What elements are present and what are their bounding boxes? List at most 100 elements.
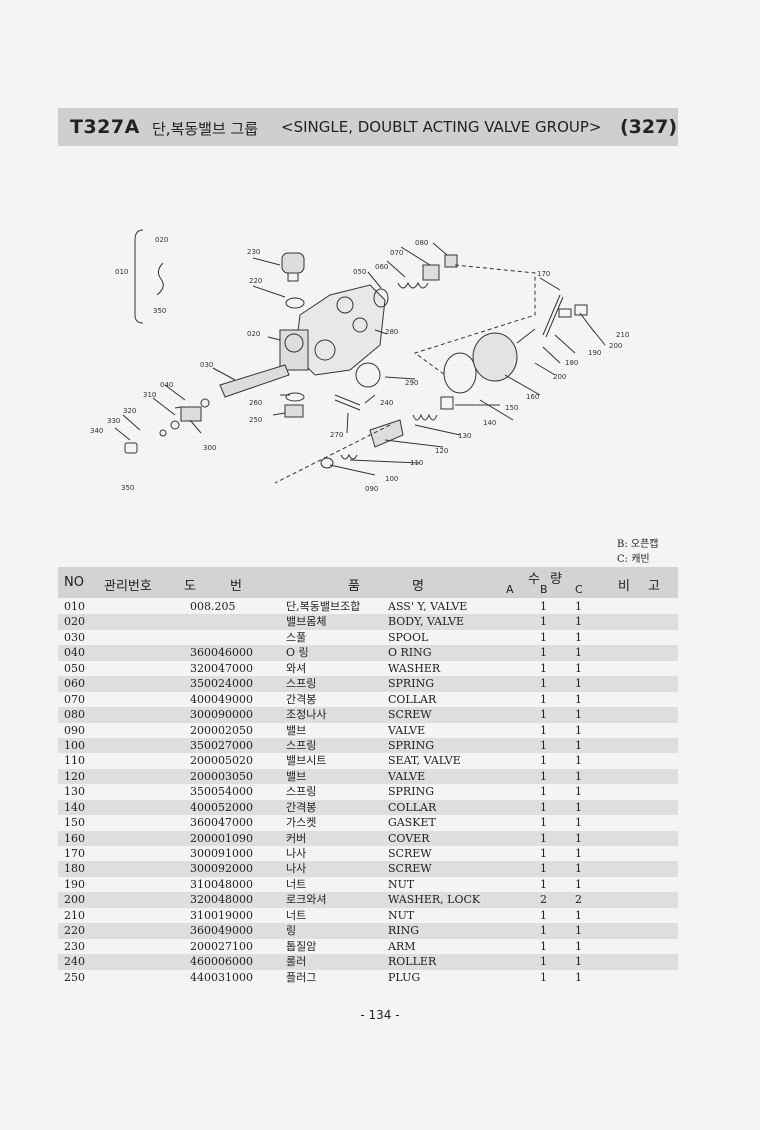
svg-text:120: 120: [435, 447, 448, 455]
qty-b: 1: [540, 939, 547, 953]
drawing-no: 200001090: [190, 831, 253, 845]
qty-b: 1: [540, 692, 547, 706]
qty-c: 1: [575, 847, 582, 860]
part-no: 120: [64, 769, 85, 783]
drawing-no: 440031000: [190, 970, 253, 984]
group-title-korean: 단,복동밸브 그룹: [152, 120, 259, 138]
qty-c: 1: [575, 754, 582, 768]
svg-text:340: 340: [90, 427, 103, 435]
part-name-english: WASHER, LOCK: [388, 893, 481, 907]
part-no: 200: [64, 893, 85, 907]
qty-b: 1: [540, 877, 547, 891]
qty-b: 1: [540, 816, 547, 830]
part-no: 150: [64, 816, 85, 830]
qty-b: 1: [540, 970, 547, 984]
group-ref-number: (327): [620, 116, 678, 138]
header-name-2: 명: [412, 579, 424, 594]
part-no: 170: [64, 847, 85, 860]
svg-text:110: 110: [410, 459, 423, 467]
svg-text:290: 290: [405, 379, 418, 387]
drawing-no: 400049000: [190, 692, 253, 706]
header-dwg-2: 번: [230, 579, 242, 594]
svg-text:190: 190: [588, 349, 601, 357]
part-name-korean: 너트: [286, 908, 307, 922]
part-no: 050: [64, 661, 85, 675]
part-no: 020: [64, 615, 85, 629]
qty-c: 1: [575, 723, 582, 737]
svg-text:240: 240: [380, 399, 393, 407]
drawing-no: 360047000: [190, 816, 253, 830]
qty-b: 1: [540, 785, 547, 799]
svg-text:220: 220: [249, 277, 262, 285]
svg-text:020: 020: [155, 236, 168, 244]
header-dwg-1: 도: [184, 579, 196, 594]
svg-text:010: 010: [115, 268, 128, 276]
part-no: 190: [64, 877, 85, 891]
qty-c: 1: [575, 785, 582, 799]
svg-text:180: 180: [565, 359, 578, 367]
part-name-korean: 너트: [286, 877, 307, 891]
part-name-english: NUT: [388, 877, 415, 891]
drawing-no: 460006000: [190, 955, 253, 969]
part-no: 160: [64, 831, 85, 845]
qty-c: 1: [575, 955, 582, 969]
qty-c: 1: [575, 708, 582, 722]
part-name-english: GASKET: [388, 816, 436, 830]
part-name-english: WASHER: [388, 661, 441, 675]
table-header: NO 관리번호 도 번 품 명 수 량 A B C 비 고: [58, 567, 678, 598]
qty-b: 1: [540, 630, 547, 644]
qty-c: 1: [575, 800, 582, 814]
part-name-english: ARM: [388, 939, 416, 953]
qty-c: 1: [575, 908, 582, 922]
part-name-english: SCREW: [388, 862, 432, 876]
part-no: 110: [64, 754, 85, 768]
header-c: C: [575, 583, 583, 596]
drawing-no: 350027000: [190, 738, 253, 752]
qty-b: 1: [540, 615, 547, 629]
part-name-korean: 밸브: [286, 769, 307, 783]
part-name-english: VALVE: [388, 769, 426, 783]
group-title-english: <SINGLE, DOUBLT ACTING VALVE GROUP>: [281, 118, 602, 136]
qty-b: 1: [540, 723, 547, 737]
qty-b: 1: [540, 955, 547, 969]
svg-text:270: 270: [330, 431, 343, 439]
part-no: 060: [64, 677, 85, 691]
qty-c: 1: [575, 646, 582, 660]
qty-c: 1: [575, 600, 582, 613]
header-no: NO: [64, 575, 84, 590]
qty-b: 1: [540, 831, 547, 845]
header-qty-2: 량: [550, 572, 562, 587]
svg-text:230: 230: [247, 248, 260, 256]
part-name-english: SPRING: [388, 738, 434, 752]
qty-b: 1: [540, 600, 547, 613]
part-no: 030: [64, 630, 85, 644]
part-name-english: SPOOL: [388, 630, 429, 644]
part-name-korean: 톱질암: [286, 939, 317, 953]
part-name-korean: 로크와셔: [286, 893, 327, 907]
qty-c: 1: [575, 924, 582, 938]
part-no: 230: [64, 939, 85, 953]
header-mgmt-no: 관리번호: [104, 579, 152, 594]
svg-text:250: 250: [249, 416, 262, 424]
svg-text:330: 330: [107, 417, 120, 425]
drawing-no: 400052000: [190, 800, 253, 814]
svg-text:200: 200: [609, 342, 622, 350]
svg-text:280: 280: [385, 328, 398, 336]
part-name-korean: O 링: [286, 646, 309, 660]
part-name-english: SPRING: [388, 677, 434, 691]
drawing-no: 300090000: [190, 708, 253, 722]
